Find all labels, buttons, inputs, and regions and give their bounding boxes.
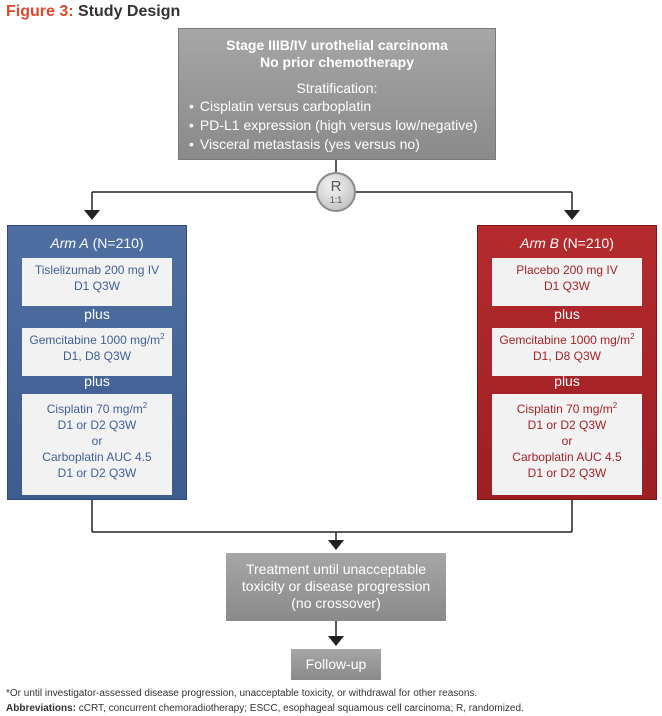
arm-b-panel: Arm B (N=210) Placebo 200 mg IV D1 Q3W p… — [477, 225, 657, 500]
figure-title-text: Study Design — [78, 3, 181, 20]
arm-a-drug3-sup: 2 — [142, 401, 148, 410]
arm-b-drug1-line2: D1 Q3W — [543, 279, 590, 293]
treatment-line-1: Treatment until unacceptable — [245, 561, 427, 577]
arrowhead-followup — [328, 636, 344, 646]
randomization-ratio: 1:1 — [329, 195, 343, 205]
arrowhead-treatment — [328, 540, 344, 550]
arm-a-drug1-card: Tislelizumab 200 mg IV D1 Q3W — [22, 258, 172, 306]
arm-b-drug3-line4: D1 or D2 Q3W — [527, 466, 607, 480]
arm-b-header: Arm B (N=210) — [478, 235, 656, 251]
arm-a-plus-1: plus — [84, 306, 110, 322]
arm-a-drug1-line2: D1 Q3W — [73, 279, 120, 293]
arm-b-drug2-sup: 2 — [630, 332, 635, 341]
arm-b-drug3-line1: Cisplatin 70 mg/m2 — [492, 401, 642, 417]
arm-b-drug2-text: Gemcitabine 1000 mg/m — [499, 333, 631, 347]
stratification-item: PD-L1 expression (high versus low/negati… — [189, 116, 495, 135]
arm-a-name: Arm A — [50, 235, 89, 251]
figure-number: Figure 3: — [6, 3, 74, 20]
arm-b-plus-2: plus — [554, 373, 580, 389]
arm-b-drug3-line2: D1 or D2 Q3W — [527, 418, 607, 432]
arm-b-drug3-card: Cisplatin 70 mg/m2 D1 or D2 Q3W or Carbo… — [492, 394, 642, 495]
treatment-box: Treatment until unacceptable toxicity or… — [226, 553, 446, 621]
arm-b-name: Arm B — [520, 235, 560, 251]
footnote: *Or until investigator-assessed disease … — [6, 688, 478, 699]
figure-title: Figure 3: Study Design — [6, 3, 180, 21]
arm-b-drug3-sup: 2 — [612, 401, 618, 410]
arm-b-drug3-line3: Carboplatin AUC 4.5 — [512, 450, 622, 464]
arm-b-plus-1: plus — [554, 306, 580, 322]
abbreviations-text: cCRT, concurrent chemoradiotherapy; ESCC… — [78, 703, 524, 714]
arm-a-drug3-line1: Cisplatin 70 mg/m2 — [22, 401, 172, 417]
stratification-label: Stratification: — [296, 80, 378, 96]
eligibility-line-2: No prior chemotherapy — [259, 54, 415, 70]
arm-a-drug2-card: Gemcitabine 1000 mg/m2 D1, D8 Q3W — [22, 328, 172, 376]
stratification-item: Cisplatin versus carboplatin — [189, 97, 495, 116]
abbreviations-label: Abbreviations: — [6, 703, 77, 714]
arm-a-drug3-line4: D1 or D2 Q3W — [57, 466, 137, 480]
arm-a-or: or — [91, 434, 103, 448]
treatment-line-3: (no crossover) — [291, 595, 381, 611]
arm-a-n: (N=210) — [92, 235, 144, 251]
treatment-line-2: toxicity or disease progression — [241, 578, 431, 594]
arm-a-header: Arm A (N=210) — [8, 235, 186, 251]
arm-b-drug3-text: Cisplatin 70 mg/m — [516, 402, 613, 416]
arm-b-drug1-line1: Placebo 200 mg IV — [516, 263, 618, 277]
arm-b-drug2-card: Gemcitabine 1000 mg/m2 D1, D8 Q3W — [492, 328, 642, 376]
arm-b-drug2-line2: D1, D8 Q3W — [532, 349, 601, 363]
eligibility-box: Stage IIIB/IV urothelial carcinoma No pr… — [178, 28, 496, 160]
followup-box: Follow-up — [291, 649, 381, 680]
arm-b-or: or — [561, 434, 573, 448]
arm-a-drug1-line1: Tislelizumab 200 mg IV — [34, 263, 160, 277]
arm-a-drug2-line1: Gemcitabine 1000 mg/m2 — [22, 332, 172, 348]
arm-a-drug2-text: Gemcitabine 1000 mg/m — [29, 333, 161, 347]
eligibility-line-1: Stage IIIB/IV urothelial carcinoma — [226, 37, 448, 53]
arm-a-drug3-line2: D1 or D2 Q3W — [57, 418, 137, 432]
arrowhead-arm-b — [564, 210, 580, 220]
arm-b-drug2-line1: Gemcitabine 1000 mg/m2 — [492, 332, 642, 348]
arm-a-panel: Arm A (N=210) Tislelizumab 200 mg IV D1 … — [7, 225, 187, 500]
arm-a-drug3-text: Cisplatin 70 mg/m — [46, 402, 143, 416]
arm-a-drug2-line2: D1, D8 Q3W — [62, 349, 131, 363]
arm-a-plus-2: plus — [84, 373, 110, 389]
randomization-letter: R — [330, 178, 342, 195]
arm-a-drug3-line3: Carboplatin AUC 4.5 — [42, 450, 152, 464]
arm-b-n: (N=210) — [562, 235, 614, 251]
arrowhead-arm-a — [84, 210, 100, 220]
stratification-list: Cisplatin versus carboplatin PD-L1 expre… — [179, 97, 495, 154]
randomization-circle: R 1:1 — [316, 172, 356, 212]
abbreviations: Abbreviations: cCRT, concurrent chemorad… — [6, 703, 524, 714]
stratification-item: Visceral metastasis (yes versus no) — [189, 135, 495, 154]
arm-b-drug1-card: Placebo 200 mg IV D1 Q3W — [492, 258, 642, 306]
arm-a-drug2-sup: 2 — [160, 332, 165, 341]
arm-a-drug3-card: Cisplatin 70 mg/m2 D1 or D2 Q3W or Carbo… — [22, 394, 172, 495]
